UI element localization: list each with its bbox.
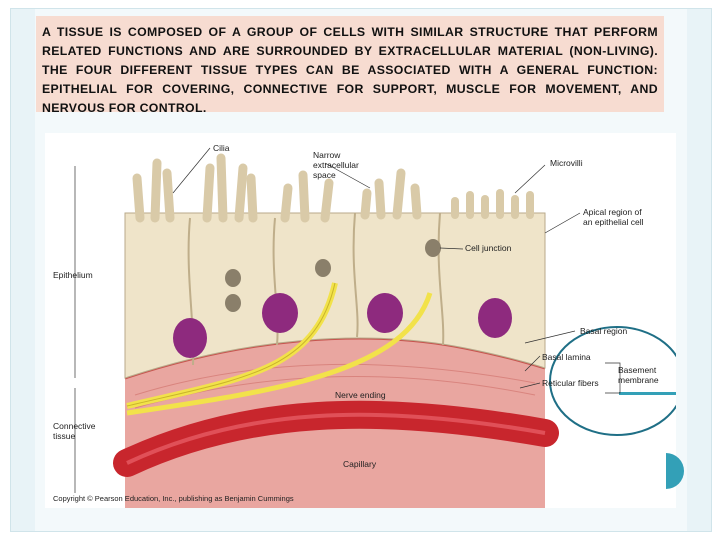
definition-text: A TISSUE IS COMPOSED OF A GROUP OF CELLS… [42,25,658,115]
nerve-ending [126,292,433,416]
label-narrow-space-3: space [313,170,336,180]
epithelium-region [124,212,546,379]
cell-boundary [352,212,359,338]
label-capillary: Capillary [343,459,377,469]
leader-lines [74,147,621,493]
nuclei [173,293,512,358]
label-basal-lamina: Basal lamina [542,352,591,362]
nucleus [478,298,512,338]
highlight-bar [619,392,676,395]
label-apical-1: Apical region of [583,207,642,217]
nerve-ending-outline [126,282,336,407]
epithelium-diagram: Cilia Narrow extracellular space Microvi… [53,143,676,508]
label-reticular-fibers: Reticular fibers [542,378,599,388]
cilia [132,153,422,223]
label-basal-region: Basal region [580,326,628,336]
definition-text-box: A TISSUE IS COMPOSED OF A GROUP OF CELLS… [36,16,664,115]
label-connective-2: tissue [53,431,75,441]
cell-boundary [437,212,445,346]
label-apical-2: an epithelial cell [583,217,644,227]
label-basement-1: Basement [618,365,657,375]
label-cell-junction: Cell junction [465,243,512,253]
label-microvilli: Microvilli [550,158,583,168]
slide-side-tab [666,453,684,489]
microvilli [451,189,534,219]
nucleus [367,293,403,333]
label-copyright: Copyright © Pearson Education, Inc., pub… [53,494,294,503]
label-basement-2: membrane [618,375,659,385]
label-cilia: Cilia [213,143,230,153]
highlight-circle [549,326,676,436]
nucleus [173,318,207,358]
label-nerve-ending: Nerve ending [335,390,386,400]
tissue-figure: Cilia Narrow extracellular space Microvi… [45,133,676,508]
label-connective-1: Connective [53,421,96,431]
label-epithelium: Epithelium [53,270,93,280]
label-narrow-space-2: extracellular [313,160,359,170]
cell-boundary [272,217,279,346]
label-narrow-space-1: Narrow [313,150,341,160]
capillary-highlight [126,412,546,465]
nucleus [262,293,298,333]
reticular-fiber [134,363,536,396]
cell-junctions [225,239,441,312]
